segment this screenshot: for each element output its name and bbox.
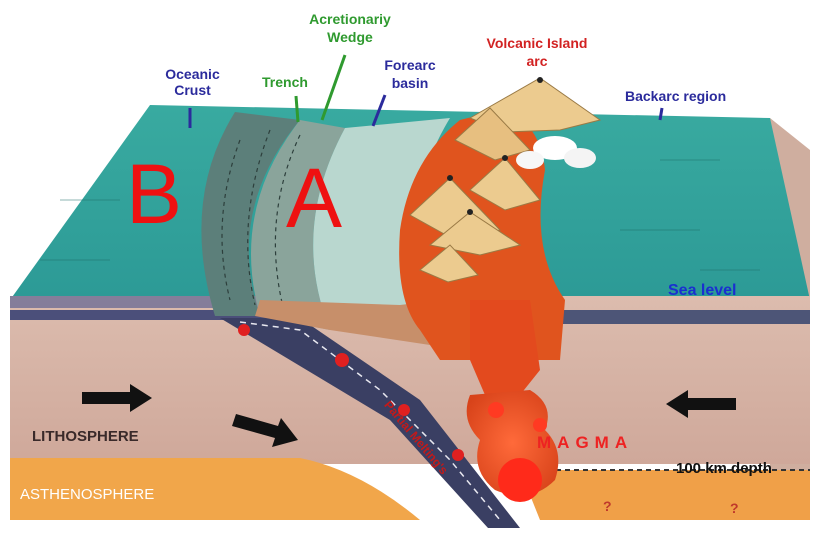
magma-blob [488,402,504,418]
label-trench: Trench [262,74,308,90]
label-forearc-basin: Forearc basin [370,56,450,92]
label-wedge-line1: Acretionariy [290,10,410,28]
asthenosphere-right [520,470,810,520]
magma-chamber-core [498,458,542,502]
question-mark-2: ? [730,500,739,516]
label-accretionary-wedge: Acretionariy Wedge [290,10,410,46]
label-lithosphere: LITHOSPHERE [32,428,139,445]
steam-cloud [564,148,596,168]
label-asthenosphere: ASTHENOSPHERE [20,486,154,503]
label-oceanic-crust-line1: Oceanic [150,66,235,82]
label-volcanic-line2: arc [462,52,612,70]
magma-blob [533,418,547,432]
melt-blob [335,353,349,367]
melt-blob [452,449,464,461]
label-100km-depth: 100 km depth [676,460,772,477]
label-oceanic-crust: Oceanic Crust [150,66,235,98]
volcano-vent [537,77,543,83]
label-forearc-line1: Forearc [370,56,450,74]
label-volcanic-line1: Volcanic Island [462,34,612,52]
volcano-vent [467,209,473,215]
crust-dark-band-right [560,310,810,324]
question-mark-1: ? [603,498,612,514]
backarc-pointer [660,108,662,120]
label-oceanic-crust-line2: Crust [150,82,235,98]
label-backarc-region: Backarc region [625,88,726,104]
trench-pointer [296,96,298,122]
volcano-vent [502,155,508,161]
volcano-vent [447,175,453,181]
label-volcanic-island-arc: Volcanic Island arc [462,34,612,70]
big-letter-a: A [286,156,342,240]
label-sea-level: Sea level [668,282,737,300]
label-wedge-line2: Wedge [290,28,410,46]
melt-blob [238,324,250,336]
steam-cloud [516,151,544,169]
label-forearc-line2: basin [370,74,450,92]
magma-conduit [470,300,540,395]
big-letter-b: B [126,152,182,236]
label-magma: MAGMA [537,433,633,453]
